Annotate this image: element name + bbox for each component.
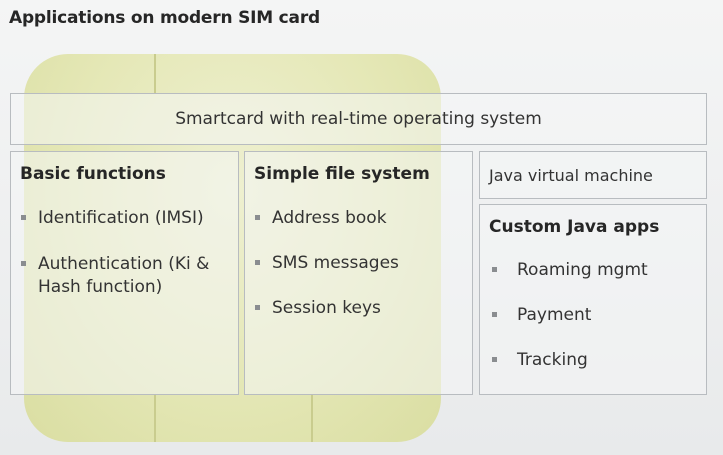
bullet-icon <box>255 260 260 265</box>
list-item-text: Session keys <box>272 298 381 318</box>
list-item: Identification (IMSI) <box>20 207 230 230</box>
list-item-text: Roaming mgmt <box>517 260 648 280</box>
list-item-text: Address book <box>272 208 387 228</box>
list-item: Roaming mgmt <box>489 259 699 282</box>
java-apps-heading: Custom Java apps <box>489 217 660 237</box>
chip-contact-line <box>311 395 313 442</box>
chip-contact-line <box>154 54 156 94</box>
list-item: Session keys <box>254 297 464 320</box>
basic-functions-list: Identification (IMSI) Authentication (Ki… <box>20 207 230 322</box>
list-item: Payment <box>489 304 699 327</box>
rtos-bar: Smartcard with real-time operating syste… <box>10 93 707 145</box>
file-system-list: Address book SMS messages Session keys <box>254 207 464 342</box>
java-apps-box: Custom Java apps Roaming mgmt Payment Tr… <box>479 204 707 395</box>
list-item: Authentication (Ki & Hash function) <box>20 253 230 299</box>
list-item-text: Authentication (Ki & Hash function) <box>38 254 210 297</box>
file-system-heading: Simple file system <box>254 164 430 184</box>
page-title: Applications on modern SIM card <box>9 8 320 28</box>
file-system-box: Simple file system Address book SMS mess… <box>244 151 473 395</box>
chip-contact-line <box>154 395 156 442</box>
list-item-text: Tracking <box>517 350 588 370</box>
list-item-text: Identification (IMSI) <box>38 208 204 228</box>
bullet-icon <box>255 305 260 310</box>
bullet-icon <box>492 312 497 317</box>
list-item: Address book <box>254 207 464 230</box>
list-item: Tracking <box>489 349 699 372</box>
bullet-icon <box>492 267 497 272</box>
bullet-icon <box>255 215 260 220</box>
bullet-icon <box>21 261 26 266</box>
bullet-icon <box>21 215 26 220</box>
jvm-box: Java virtual machine <box>479 151 707 199</box>
rtos-label: Smartcard with real-time operating syste… <box>175 109 542 129</box>
list-item-text: SMS messages <box>272 253 399 273</box>
bullet-icon <box>492 357 497 362</box>
basic-functions-heading: Basic functions <box>20 164 166 184</box>
jvm-label: Java virtual machine <box>489 165 653 185</box>
basic-functions-box: Basic functions Identification (IMSI) Au… <box>10 151 239 395</box>
java-apps-list: Roaming mgmt Payment Tracking <box>489 259 699 394</box>
list-item: SMS messages <box>254 252 464 275</box>
list-item-text: Payment <box>517 305 592 325</box>
